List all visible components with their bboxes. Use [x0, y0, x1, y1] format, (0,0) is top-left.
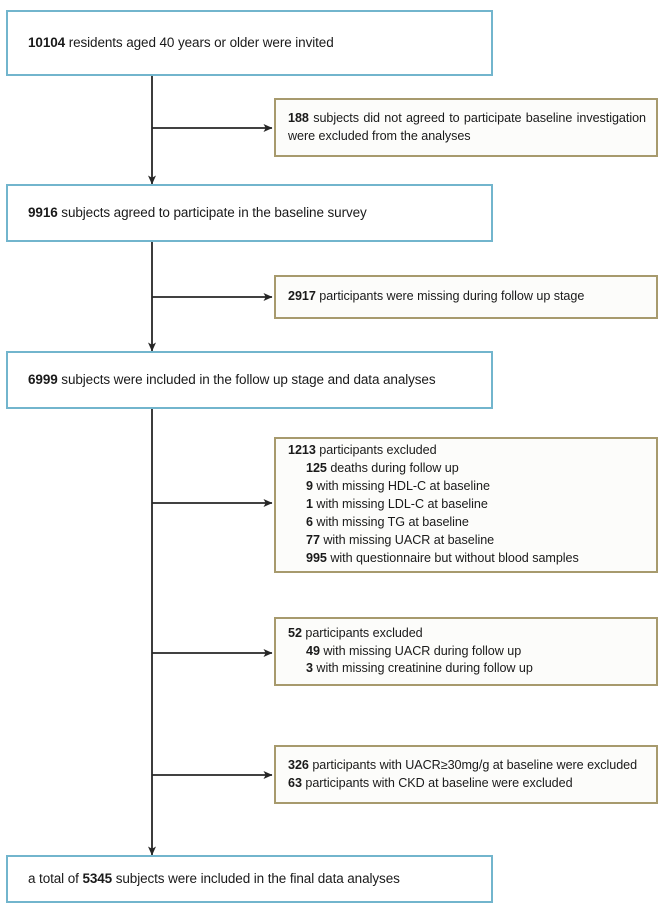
exclusion-line: 6 with missing TG at baseline	[276, 514, 656, 532]
exclusion-line: 326 participants with UACR≥30mg/g at bas…	[276, 757, 656, 775]
exclusion-line-label: with missing creatinine during follow up	[312, 661, 533, 676]
exclusion-line: 1 with missing LDL-C at baseline	[276, 496, 656, 514]
main-box-invited-count: 10104	[28, 34, 66, 50]
main-box-invited: 10104 residents aged 40 years or older w…	[6, 10, 493, 76]
exclusion-line-count: 326	[288, 757, 309, 772]
exclusion-line-label: participants were missing during follow …	[315, 289, 585, 304]
exclusion-box-188-count: 188	[288, 110, 309, 125]
exclusion-box-188: 188 subjects did not agreed to participa…	[274, 98, 658, 157]
exclusion-box-52: 52 participants excluded 49 with missing…	[274, 617, 658, 686]
main-box-agreed-label: subjects agreed to participate in the ba…	[57, 204, 367, 220]
main-box-final-count: 5345	[82, 870, 113, 886]
exclusion-line-label: participants excluded	[315, 443, 437, 458]
exclusion-line-label: participants with UACR≥30mg/g at baselin…	[308, 757, 638, 772]
exclusion-box-188-text: 188 subjects did not agreed to participa…	[276, 110, 656, 146]
exclusion-line: 63 participants with CKD at baseline wer…	[276, 775, 656, 793]
main-box-agreed-text: 9916 subjects agreed to participate in t…	[8, 204, 367, 222]
exclusion-line-label: with missing HDL-C at baseline	[312, 479, 490, 494]
exclusion-line-label: participants excluded	[301, 625, 423, 640]
main-box-agreed-count: 9916	[28, 204, 58, 220]
exclusion-line-label: with missing UACR during follow up	[319, 643, 522, 658]
main-box-followup-text: 6999 subjects were included in the follo…	[8, 371, 436, 389]
exclusion-line-count: 6	[306, 514, 313, 529]
exclusion-line-count: 52	[288, 625, 302, 640]
exclusion-line-count: 9	[306, 479, 313, 494]
main-box-final: a total of 5345 subjects were included i…	[6, 855, 493, 903]
exclusion-line: 995 with questionnaire but without blood…	[276, 550, 656, 568]
exclusion-line-label: with missing TG at baseline	[312, 514, 469, 529]
main-box-followup: 6999 subjects were included in the follo…	[6, 351, 493, 409]
exclusion-line-label: with missing LDL-C at baseline	[312, 497, 488, 512]
exclusion-line-label: deaths during follow up	[326, 461, 459, 476]
exclusion-line-count: 125	[306, 461, 327, 476]
exclusion-line-count: 3	[306, 661, 313, 676]
main-box-invited-text: 10104 residents aged 40 years or older w…	[8, 34, 334, 52]
main-box-final-prefix: a total of	[28, 870, 83, 886]
exclusion-line-count: 995	[306, 550, 327, 565]
main-box-final-label: subjects were included in the final data…	[112, 870, 400, 886]
exclusion-line-label: with missing UACR at baseline	[319, 532, 495, 547]
exclusion-line: 3 with missing creatinine during follow …	[276, 660, 656, 678]
exclusion-box-326: 326 participants with UACR≥30mg/g at bas…	[274, 745, 658, 804]
exclusion-line: 1213 participants excluded	[276, 442, 656, 460]
main-box-followup-label: subjects were included in the follow up …	[57, 371, 436, 387]
exclusion-line: 52 participants excluded	[276, 625, 656, 643]
exclusion-line-label: with questionnaire but without blood sam…	[326, 550, 579, 565]
exclusion-line-count: 1	[306, 497, 313, 512]
exclusion-line: 125 deaths during follow up	[276, 460, 656, 478]
exclusion-box-2917: 2917 participants were missing during fo…	[274, 275, 658, 319]
main-box-invited-label: residents aged 40 years or older were in…	[65, 34, 334, 50]
exclusion-line: 2917 participants were missing during fo…	[276, 288, 656, 306]
exclusion-line-count: 1213	[288, 443, 316, 458]
exclusion-box-188-label: subjects did not agreed to participate b…	[288, 110, 646, 143]
exclusion-line: 9 with missing HDL-C at baseline	[276, 478, 656, 496]
main-box-agreed: 9916 subjects agreed to participate in t…	[6, 184, 493, 242]
exclusion-line-count: 2917	[288, 289, 316, 304]
exclusion-line: 77 with missing UACR at baseline	[276, 532, 656, 550]
main-box-final-text: a total of 5345 subjects were included i…	[8, 870, 400, 888]
exclusion-line-count: 63	[288, 775, 302, 790]
exclusion-box-1213: 1213 participants excluded 125 deaths du…	[274, 437, 658, 573]
exclusion-line-count: 77	[306, 532, 320, 547]
exclusion-line-count: 49	[306, 643, 320, 658]
main-box-followup-count: 6999	[28, 371, 58, 387]
exclusion-line-label: participants with CKD at baseline were e…	[301, 775, 573, 790]
exclusion-line: 49 with missing UACR during follow up	[276, 643, 656, 661]
